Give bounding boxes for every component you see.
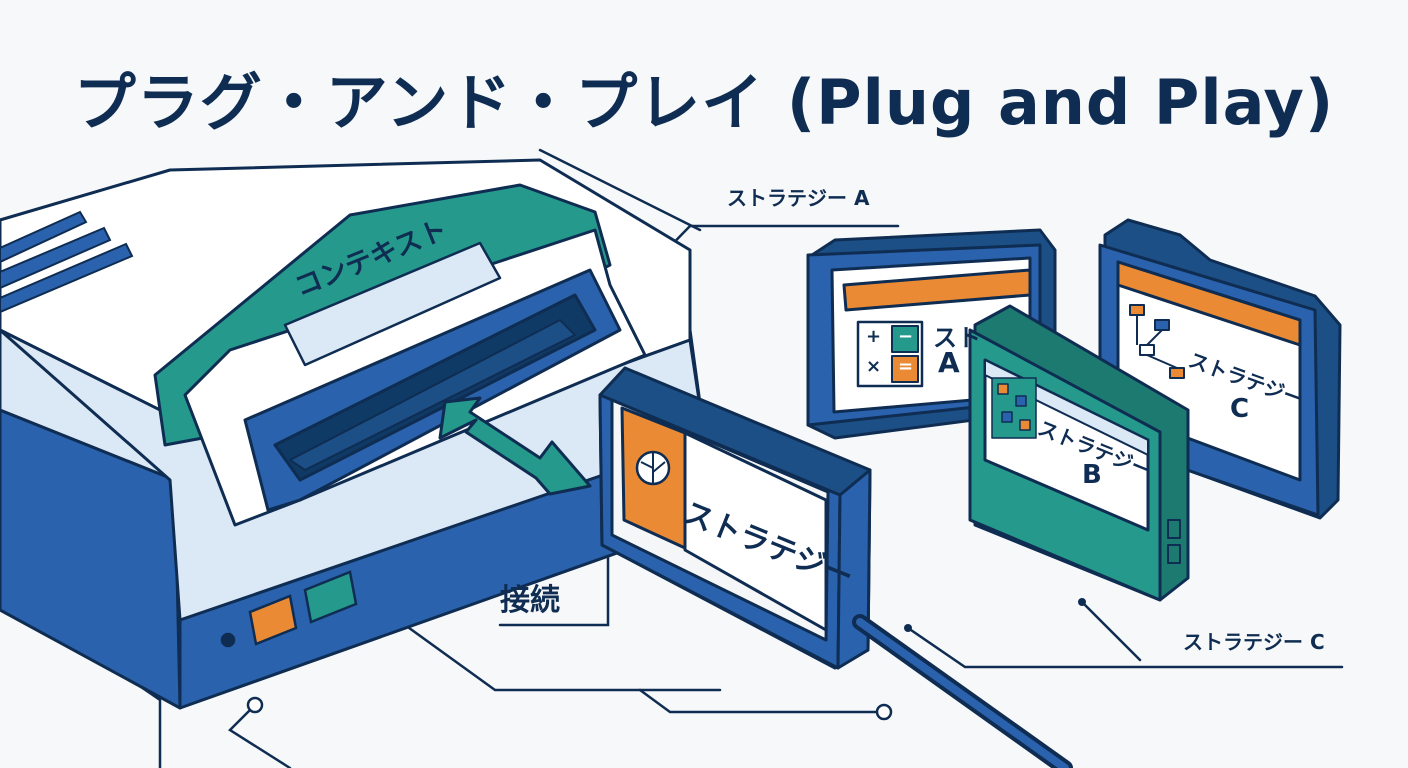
- calc-minus-symbol: −: [898, 326, 914, 347]
- brain-icon: [635, 450, 671, 486]
- cartridge-a-label: スト: [933, 324, 981, 352]
- context-label-plate: [283, 241, 502, 367]
- console-port-buttons: [220, 570, 358, 648]
- front-strategy-cartridge: [598, 366, 872, 670]
- flowchart-icon: [1129, 304, 1185, 379]
- cartridge-b-letter: B: [1082, 460, 1102, 490]
- cable: [852, 614, 1073, 768]
- calc-plus-symbol: +: [866, 326, 882, 347]
- page-title: プラグ・アンド・プレイ (Plug and Play): [73, 66, 1335, 139]
- pixel-map-icon: [991, 377, 1037, 439]
- power-led-icon: [220, 632, 236, 648]
- context-console: [0, 158, 712, 710]
- teal-port-button: [303, 570, 358, 624]
- connector-endpoint: [1078, 598, 1086, 606]
- strategy-b-cartridge: [968, 304, 1190, 602]
- cartridge-c-letter: C: [1230, 394, 1250, 424]
- console-vents: [0, 210, 134, 314]
- cartridge-b-notch: [1167, 519, 1181, 539]
- calculator-icon: [856, 320, 924, 388]
- cartridge-c-stripe: [1116, 260, 1302, 347]
- calc-equals-symbol: =: [898, 356, 914, 377]
- cartridge-a-stripe: [842, 268, 1032, 312]
- strategy-a-callout: ストラテジー A: [727, 186, 870, 210]
- connect-label: 接続: [500, 583, 560, 618]
- connector-endpoint: [904, 624, 912, 632]
- slot-inner: [289, 319, 576, 471]
- orange-port-button: [248, 594, 298, 646]
- connect-arrow-icon: [438, 396, 592, 496]
- cartridge-b-notch: [1167, 544, 1181, 564]
- strategy-c-callout: ストラテジー C: [1183, 630, 1325, 654]
- cartridge-a-letter: A: [938, 346, 960, 379]
- calc-times-symbol: ×: [866, 356, 882, 377]
